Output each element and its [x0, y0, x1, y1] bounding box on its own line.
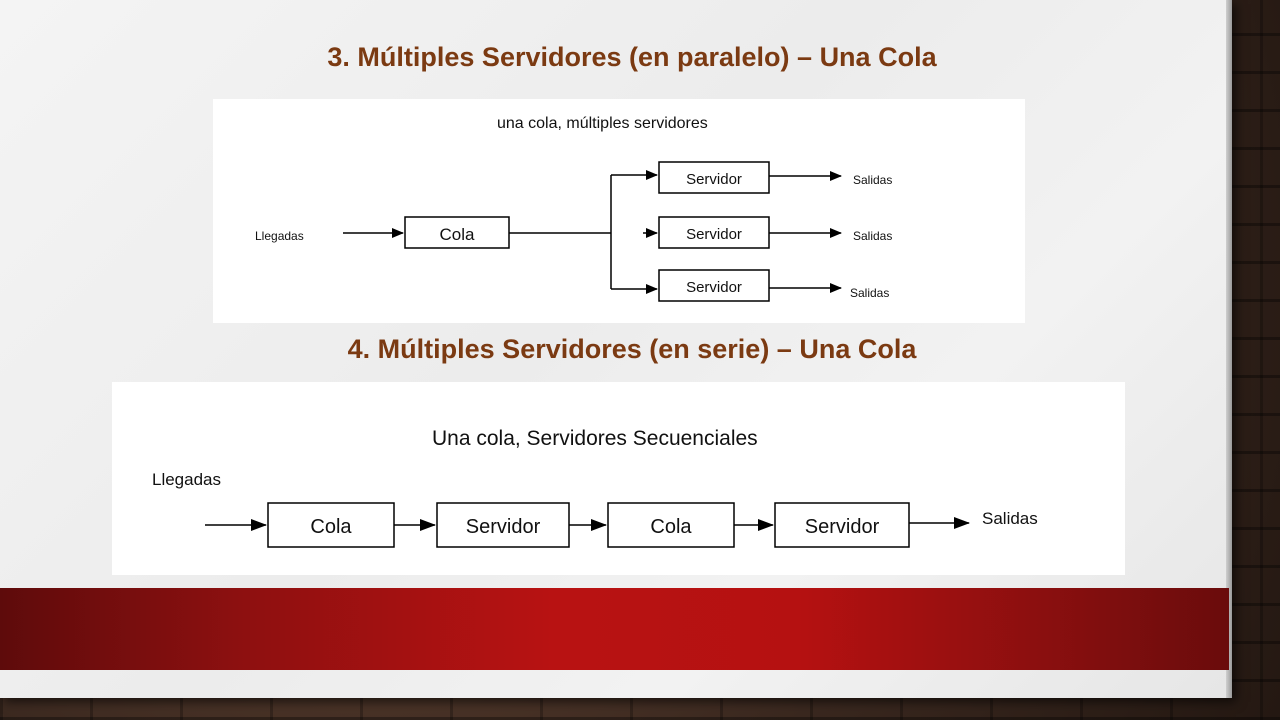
serie-output-label: Salidas: [982, 509, 1038, 528]
serie-stage-label-2: Servidor: [466, 516, 541, 538]
output-label-1: Salidas: [853, 173, 892, 187]
server-label-1: Servidor: [686, 171, 742, 188]
diagram-parallel: una cola, múltiples servidores Llegadas …: [213, 99, 1025, 323]
queue-label: Cola: [440, 225, 476, 244]
serie-stage-label-3: Cola: [650, 516, 692, 538]
slide: 3. Múltiples Servidores (en paralelo) – …: [0, 0, 1232, 698]
serie-stage-label-4: Servidor: [805, 516, 880, 538]
serie-queue-box-1: [267, 502, 395, 548]
serie-queue-box-2: [607, 502, 735, 548]
slide-edge: [1226, 0, 1232, 698]
server-label-3: Servidor: [686, 279, 742, 296]
serie-server-box-2: [774, 502, 910, 548]
serie-stage-label-1: Cola: [310, 516, 352, 538]
server-box-3: [658, 269, 770, 302]
output-label-2: Salidas: [853, 229, 892, 243]
parallel-caption: una cola, múltiples servidores: [497, 115, 708, 132]
parallel-arrivals-label: Llegadas: [255, 229, 304, 243]
server-label-2: Servidor: [686, 226, 742, 243]
server-box-2: [658, 216, 770, 249]
footer-red-bar: [0, 588, 1229, 670]
diagram-serie: Una cola, Servidores Secuenciales Llegad…: [112, 382, 1125, 575]
output-label-3: Salidas: [850, 286, 889, 300]
title-serie: 4. Múltiples Servidores (en serie) – Una…: [347, 334, 917, 364]
server-box-1: [658, 161, 770, 194]
serie-arrivals-label: Llegadas: [152, 470, 221, 489]
serie-caption: Una cola, Servidores Secuenciales: [432, 427, 758, 450]
title-parallel: 3. Múltiples Servidores (en paralelo) – …: [327, 42, 937, 72]
